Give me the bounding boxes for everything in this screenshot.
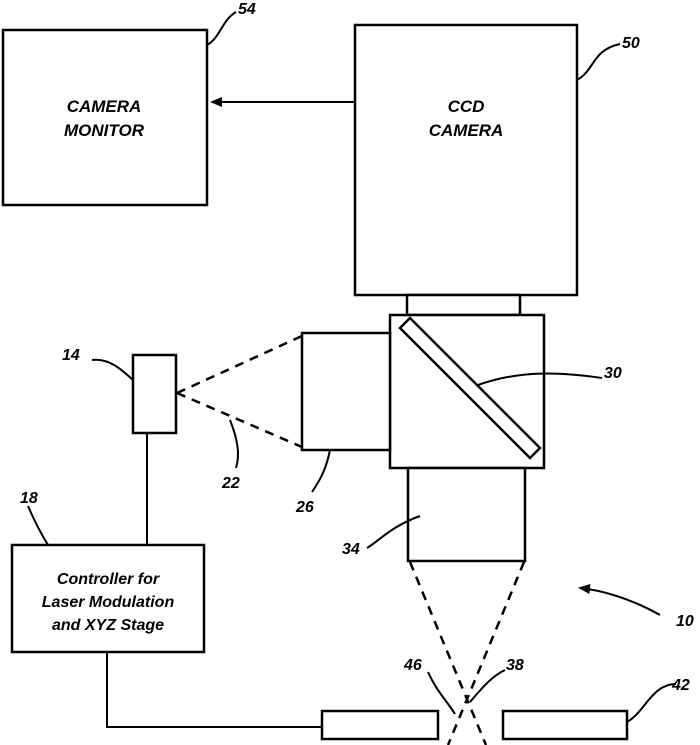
ref-54: 54 bbox=[238, 1, 256, 18]
leader-42 bbox=[627, 684, 676, 722]
leader-54 bbox=[207, 12, 236, 45]
lens-assembly bbox=[302, 333, 390, 450]
leader-26 bbox=[312, 450, 330, 492]
leader-38 bbox=[470, 670, 505, 702]
controller-label-3: and XYZ Stage bbox=[52, 617, 164, 634]
ccd-camera-label-1: CCD bbox=[448, 97, 485, 116]
ref-42: 42 bbox=[671, 677, 690, 694]
ref-18: 18 bbox=[20, 490, 38, 507]
ref-10: 10 bbox=[676, 613, 694, 630]
leader-14 bbox=[92, 360, 133, 380]
camera-monitor-label-1: CAMERA bbox=[67, 97, 142, 116]
laser-source bbox=[133, 355, 176, 433]
laser-beam-lower bbox=[177, 393, 302, 447]
stage-control-line bbox=[107, 652, 322, 727]
leader-18 bbox=[28, 506, 48, 545]
controller: Controller for Laser Modulation and XYZ … bbox=[12, 545, 204, 652]
ref-14: 14 bbox=[62, 347, 80, 364]
camera-monitor-box bbox=[3, 30, 207, 205]
camera-coupler bbox=[407, 295, 520, 315]
leader-50 bbox=[577, 44, 620, 80]
leader-22 bbox=[230, 420, 238, 468]
ref-30: 30 bbox=[604, 365, 622, 382]
ccd-camera-label-2: CAMERA bbox=[429, 121, 504, 140]
beam-splitter-cube bbox=[390, 315, 544, 468]
controller-label-2: Laser Modulation bbox=[42, 594, 175, 611]
ccd-camera: CCD CAMERA bbox=[355, 25, 577, 295]
leader-46 bbox=[428, 672, 455, 714]
ref-26: 26 bbox=[295, 499, 314, 516]
controller-label-1: Controller for bbox=[57, 571, 160, 588]
camera-monitor: CAMERA MONITOR bbox=[3, 30, 207, 205]
ref-50: 50 bbox=[622, 35, 640, 52]
stage-block-left bbox=[322, 711, 438, 739]
ccd-camera-box bbox=[355, 25, 577, 295]
ref-46: 46 bbox=[403, 657, 422, 674]
ref-22: 22 bbox=[221, 475, 240, 492]
objective-lens bbox=[408, 468, 525, 561]
camera-monitor-label-2: MONITOR bbox=[64, 121, 145, 140]
leader-10 bbox=[580, 588, 660, 615]
ref-38: 38 bbox=[506, 657, 524, 674]
ref-34: 34 bbox=[342, 541, 360, 558]
laser-beam-upper bbox=[177, 336, 302, 393]
stage-block-right bbox=[503, 711, 627, 739]
